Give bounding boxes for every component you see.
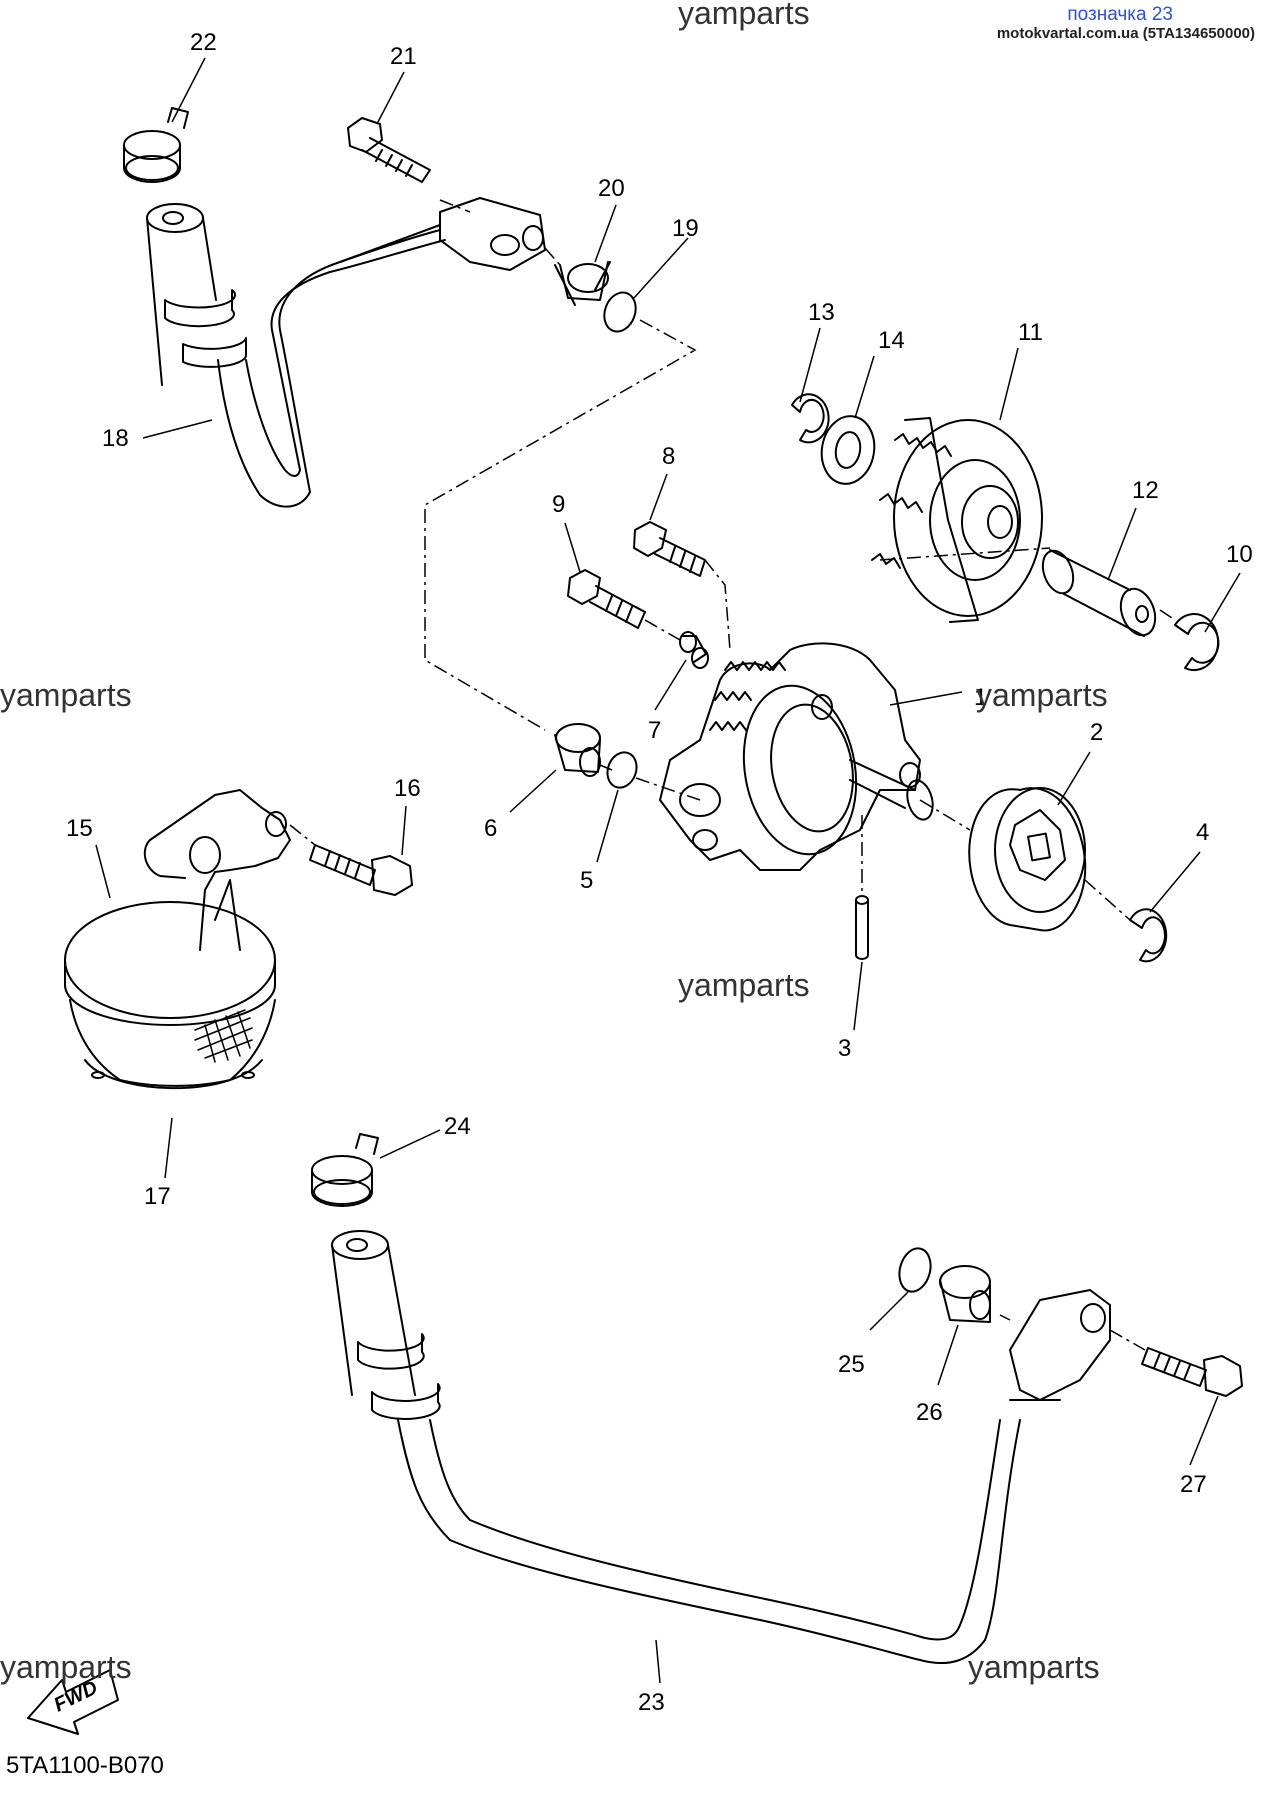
part-17-oil-strainer <box>64 901 276 1090</box>
callout-16: 16 <box>394 775 421 802</box>
part-8-screw <box>633 521 706 577</box>
callout-24: 24 <box>444 1113 471 1140</box>
part-23-oil-pipe <box>331 1230 1111 1665</box>
part-25-o-ring <box>898 1247 932 1293</box>
part-2-rotor <box>968 787 1087 932</box>
diagram-code: 5TA1100-B070 <box>6 1752 164 1779</box>
callout-19: 19 <box>672 215 699 242</box>
part-24-hose-clamp <box>311 1133 379 1207</box>
assembly-lines <box>289 199 1176 1351</box>
callout-22: 22 <box>190 29 217 56</box>
watermark-bottom-right: yamparts <box>968 1649 1100 1685</box>
callout-1: 1 <box>974 684 987 711</box>
header-title: позначка 23 <box>1067 4 1173 25</box>
header-source: motokvartal.com.ua (5TA134650000) <box>996 25 1255 42</box>
watermark-center: yamparts <box>678 967 810 1003</box>
part-7-dowel-pin <box>679 631 709 669</box>
callout-9: 9 <box>552 491 565 518</box>
callout-21: 21 <box>390 43 417 70</box>
callout-8: 8 <box>662 443 675 470</box>
callout-labels: 1 2 3 4 5 6 7 8 9 10 11 12 13 14 15 16 1… <box>66 29 1253 1716</box>
part-13-circlip <box>791 393 830 444</box>
part-11-gear <box>871 417 1043 623</box>
callout-14: 14 <box>878 327 905 354</box>
part-6-collar <box>554 723 601 777</box>
part-18-oil-pipe <box>146 197 546 508</box>
fwd-arrow-icon <box>27 1669 119 1735</box>
callout-12: 12 <box>1132 477 1159 504</box>
callout-17: 17 <box>144 1183 171 1210</box>
part-12-shaft <box>1041 549 1157 637</box>
part-15-strainer-pipe <box>143 789 291 951</box>
callout-4: 4 <box>1196 819 1209 846</box>
callout-7: 7 <box>648 717 661 744</box>
leader-lines <box>95 57 1241 1684</box>
callout-10: 10 <box>1226 541 1253 568</box>
callout-27: 27 <box>1180 1471 1207 1498</box>
part-26-collar <box>939 1265 991 1323</box>
callout-15: 15 <box>66 815 93 842</box>
callout-23: 23 <box>638 1689 665 1716</box>
part-19-o-ring <box>603 291 637 333</box>
part-20-collar <box>554 261 611 306</box>
part-27-bolt <box>1141 1347 1243 1397</box>
part-10-circlip <box>1174 613 1220 671</box>
callout-13: 13 <box>808 299 835 326</box>
callout-25: 25 <box>838 1351 865 1378</box>
watermarks: yamparts yamparts yamparts yamparts yamp… <box>0 0 1108 1685</box>
callout-3: 3 <box>838 1035 851 1062</box>
callout-20: 20 <box>598 175 625 202</box>
part-4-circlip <box>1129 908 1168 963</box>
part-22-hose-clamp <box>123 107 189 183</box>
part-5-o-ring <box>606 751 638 789</box>
callout-5: 5 <box>580 867 593 894</box>
watermark-top: yamparts <box>678 0 810 31</box>
callout-11: 11 <box>1018 319 1043 346</box>
watermark-bottom-left: yamparts <box>0 1649 132 1685</box>
callout-6: 6 <box>484 815 497 842</box>
watermark-right: yamparts <box>976 677 1108 713</box>
part-1-oil-pump-assy <box>659 642 934 871</box>
part-14-washer <box>820 415 876 485</box>
watermark-left: yamparts <box>0 677 132 713</box>
callout-2: 2 <box>1090 719 1103 746</box>
part-21-bolt <box>347 117 431 183</box>
part-16-bolt <box>309 844 413 896</box>
callout-18: 18 <box>102 425 129 452</box>
part-9-screw <box>567 569 646 629</box>
callout-26: 26 <box>916 1399 943 1426</box>
part-3-pin <box>855 895 869 960</box>
